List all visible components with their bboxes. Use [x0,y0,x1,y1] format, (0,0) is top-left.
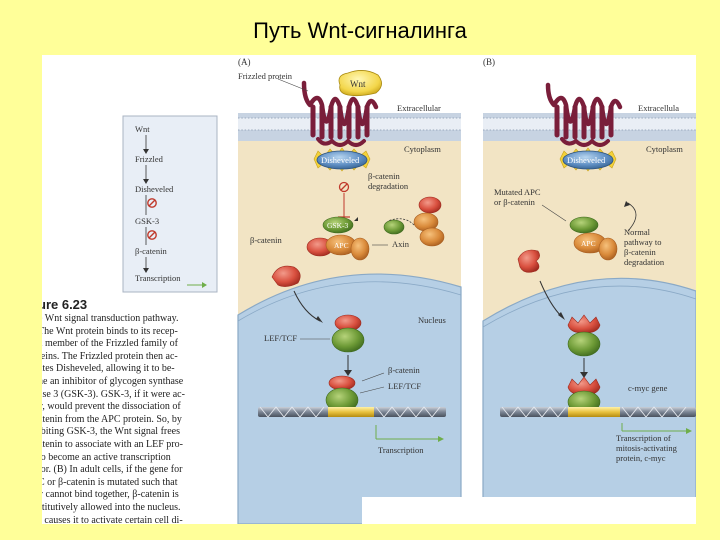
caption-line: atenin from the APC protein. So, by [42,413,182,425]
degradation-label: β-catenin degradation [368,171,409,191]
caption-line: y, would prevent the dissociation of [42,401,181,413]
caption-line: s causes it to activate certain cell di- [42,514,183,525]
normal-line: Normal [624,227,651,237]
legend-box: Wnt Frizzled Disheveled GSK-3 β-catenin … [122,115,218,293]
mutated-line: Mutated APC [494,187,541,197]
wnt-ligand: Wnt [338,70,382,97]
leftcf2-label: LEF/TCF [388,381,421,391]
nuclear-complex [331,314,365,353]
legend-item-wnt: Wnt [135,124,150,134]
inhibit-icon [338,181,350,193]
wnt-pathway-figure: Wnt Frizzled Disheveled GSK-3 β-catenin … [42,55,696,524]
nucleus-label: Nucleus [418,315,446,325]
caption-line: ates Disheveled, allowing it to be- [42,363,175,375]
leftcf-label: LEF/TCF [264,333,297,343]
caption-line: atenin to associate with an LEF pro- [42,438,183,450]
apc-b-label: APC [581,239,596,248]
normal-line: β-catenin [624,247,656,257]
panel-a-label: (A) [238,57,251,67]
cytoplasm-label: Cytoplasm [404,144,441,154]
mutated-line: or β-catenin [494,197,536,207]
nuclear-complex-b [567,314,601,357]
normal-line: pathway to [624,237,662,247]
caption-line: to become an active transcription [42,451,171,463]
dna-strand-b [500,406,696,418]
frizzled-receptor-b [545,82,623,147]
mutated-label: Mutated APC or β-catenin [494,187,543,207]
bcatenin-protein [271,265,301,287]
caption-line: ne an inhibitor of glycogen synthase [42,375,184,387]
active-complex [325,375,359,413]
degradation-line: degradation [368,181,409,191]
gsk3-protein: GSK-3 [322,216,354,234]
caption-title: ure 6.23 [42,297,88,312]
legend-item-gsk3: GSK-3 [135,216,159,226]
panel-b-label: (B) [483,57,495,67]
apc-complex: APC [306,234,370,261]
caption-line: a member of the Frizzled family of [42,338,178,350]
apc-complex-b: APC [569,216,618,261]
panel-b: (B) Extracellula Cytoplasm Disheveled [362,57,696,524]
bcatenin2-label: β-catenin [388,365,420,375]
mutant-bcatenin [517,249,540,273]
inhibit-icon [147,230,157,240]
transcription-a-label: Transcription [378,445,424,455]
slide-title: Путь Wnt-сигналинга [253,18,467,43]
caption-lines: e Wnt signal transduction pathway.The Wn… [42,313,234,524]
disheveled-protein-b: Disheveled [559,147,617,172]
axin-label: Axin [392,239,410,249]
normal-line: degradation [624,257,665,267]
cmyc-label: c-myc gene [628,383,668,393]
inhibit-icon [147,198,157,208]
normal-pathway-label: Normal pathway to β-catenin degradation [624,227,665,267]
dna-strand [258,406,446,418]
disheveled-b-label: Disheveled [567,155,606,165]
apc-label: APC [334,241,349,250]
transcription-b-line: protein, c-myc [616,453,666,463]
bcatenin-label: β-catenin [250,235,282,245]
transcription-b-line: mitosis-activating [616,443,678,453]
cytoplasm-b-label: Cytoplasm [646,144,683,154]
gsk3-label: GSK-3 [327,221,349,230]
caption-line: C or β-catenin is mutated such that [42,476,178,488]
caption-line: teins. The Frizzled protein then ac- [42,350,178,362]
wnt-label: Wnt [350,79,366,89]
degradation-line: β-catenin [368,171,400,181]
figure-caption: ure 6.23 e Wnt signal transduction pathw… [42,297,234,524]
extracellular-label: Extracellular [397,103,441,113]
caption-line: The Wnt protein binds to its recep- [42,325,178,337]
extracellular-b-label: Extracellula [638,103,679,113]
transcription-b-label: Transcription of mitosis-activating prot… [616,433,679,463]
caption-line: ibiting GSK-3, the Wnt signal frees [42,426,181,438]
legend-item-disheveled: Disheveled [135,184,174,194]
caption-line: y cannot bind together, β-catenin is [42,489,179,501]
transcription-b-line: Transcription of [616,433,671,443]
frizzled-label: Frizzled protein [238,71,293,81]
caption-line: stitutively allowed into the nucleus. [42,501,181,513]
legend-item-frizzled: Frizzled [135,154,164,164]
caption-line: e Wnt signal transduction pathway. [42,313,179,324]
caption-line: tor. (B) In adult cells, if the gene for [42,464,183,476]
frizzled-receptor [301,80,379,147]
legend-item-transcription: Transcription [135,273,181,283]
caption-line: ase 3 (GSK-3). GSK-3, if it were ac- [42,388,185,400]
legend-item-bcatenin: β-catenin [135,246,167,256]
figure-svg: Wnt Frizzled Disheveled GSK-3 β-catenin … [122,57,696,524]
disheveled-label: Disheveled [321,155,360,165]
disheveled-protein: Disheveled [313,147,371,172]
axin-fragments [383,196,445,247]
panel-a: (A) Frizzled protein Wnt [237,57,462,524]
